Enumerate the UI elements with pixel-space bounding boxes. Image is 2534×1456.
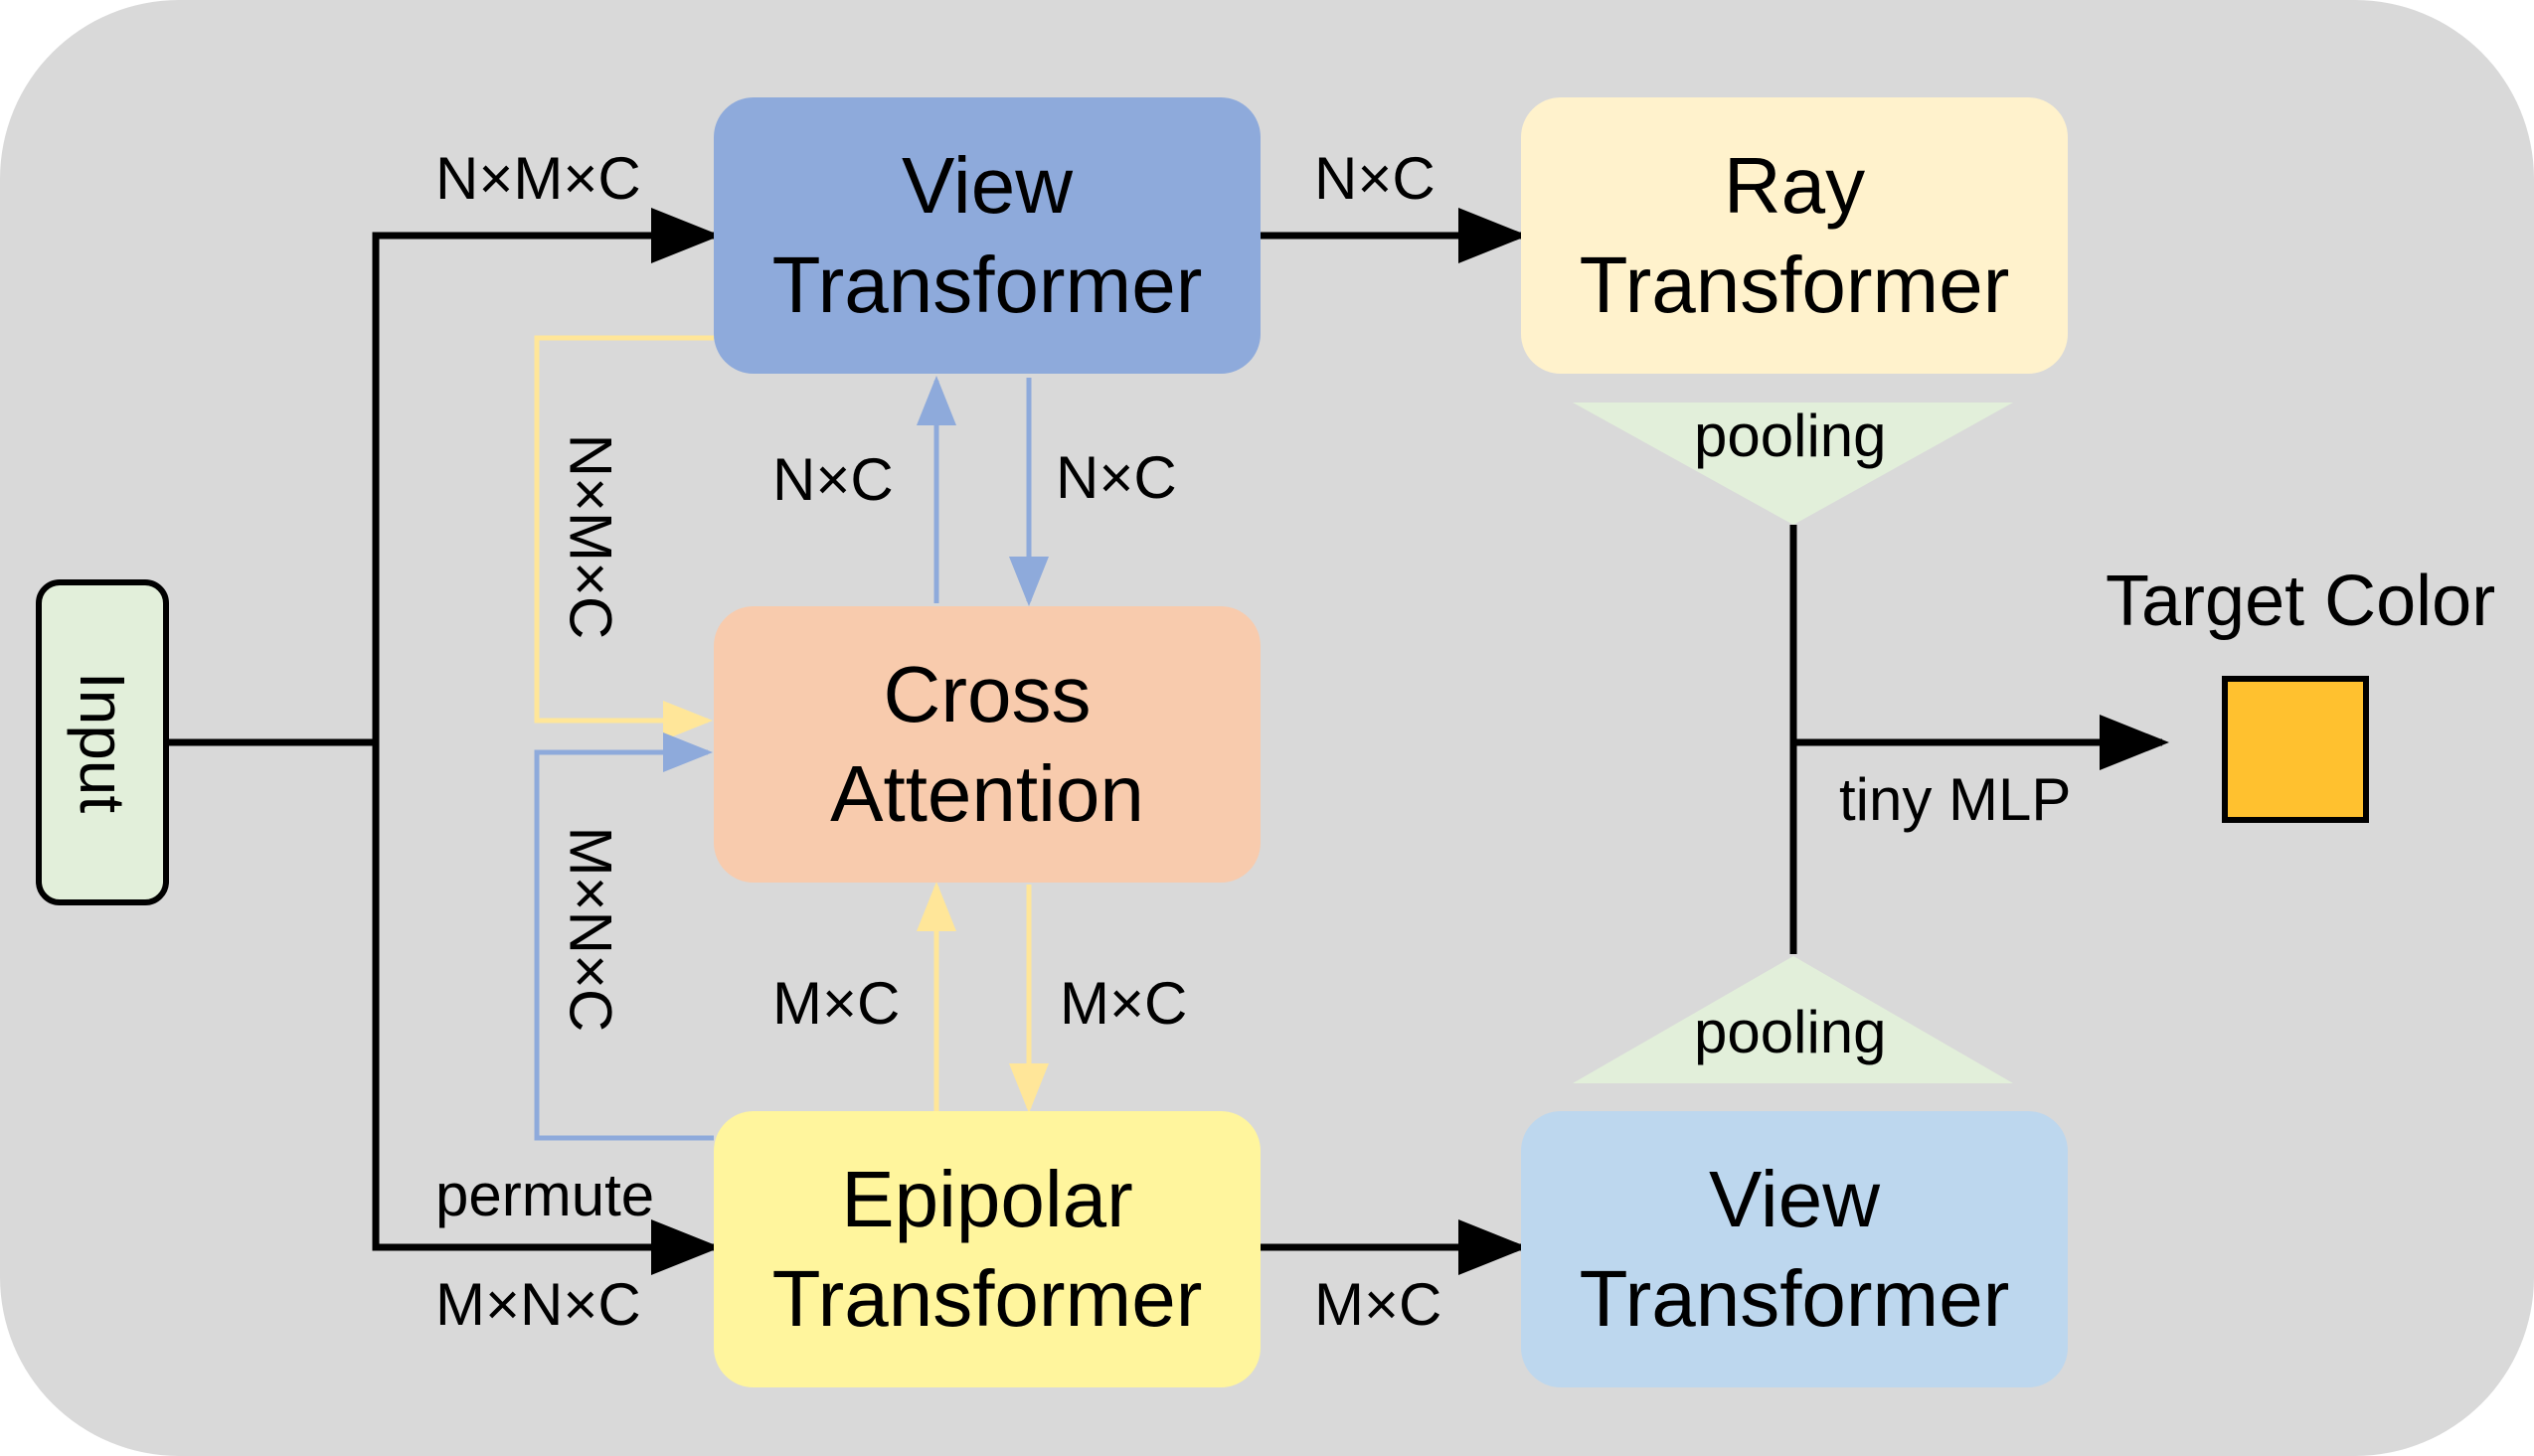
label-mlp: tiny MLP [1839,766,2072,833]
label-view-to-cross-left: N×C [772,446,894,513]
view-side-to-cross-arrow [534,335,714,740]
cross-attention-line2: Attention [830,749,1144,838]
pooling-bottom-label: pooling [1694,999,1887,1065]
epipolar-transformer-line1: Epipolar [841,1155,1133,1243]
label-epipolar-to-view: M×C [1314,1271,1442,1338]
view-transformer-top-line2: Transformer [771,241,1203,329]
label-input-to-view: N×M×C [435,145,641,212]
label-epipolar-to-cross-side: M×N×C [557,826,624,1033]
epipolar-transformer-node: Epipolar Transformer [714,1111,1261,1387]
view-transformer-bottom-line2: Transformer [1579,1254,2010,1343]
epipolar-side-to-cross-arrow [534,732,714,1141]
view-transformer-top-node: View Transformer [714,97,1261,374]
pooling-top-triangle [1573,403,2013,525]
view-transformer-bottom-line1: View [1709,1155,1880,1243]
label-view-to-ray: N×C [1314,145,1436,212]
input-to-epipolar-arrow [372,994,721,1275]
pooling-bottom-triangle [1573,956,2013,1083]
view-transformer-top-line1: View [902,141,1073,230]
input-node: Input [36,579,169,905]
label-view-to-cross-right: N×C [1056,444,1177,511]
epipolar-transformer-line2: Transformer [771,1254,1203,1343]
label-epipolar-to-cross-right: M×C [1060,970,1188,1037]
ray-transformer-line2: Transformer [1579,241,2010,329]
input-to-view-arrow [372,208,721,1247]
target-color-square [2222,676,2369,823]
cross-attention-line1: Cross [883,650,1092,738]
label-input-to-epipolar-bottom: M×N×C [435,1271,641,1338]
target-color-label: Target Color [2106,562,2496,641]
label-view-to-cross-side: N×M×C [557,433,624,640]
label-epipolar-to-cross-left: M×C [772,970,901,1037]
pooling-top-label: pooling [1694,403,1887,469]
ray-transformer-node: Ray Transformer [1521,97,2068,374]
view-transformer-bottom-node: View Transformer [1521,1111,2068,1387]
label-input-to-epipolar-top: permute [435,1162,655,1228]
ray-transformer-line1: Ray [1723,141,1866,230]
input-label: Input [67,671,138,814]
cross-attention-node: Cross Attention [714,606,1261,883]
